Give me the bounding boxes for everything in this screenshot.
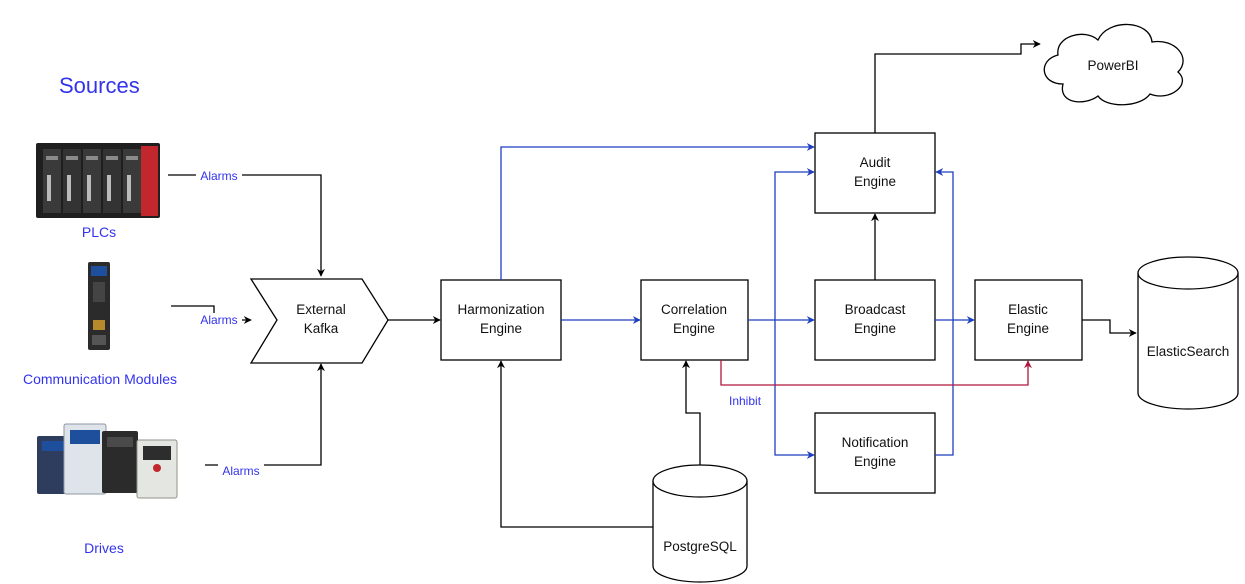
correlation-label-line1: Correlation (661, 302, 727, 317)
communication-module-icon (88, 262, 110, 350)
broadcast-label-line2: Engine (854, 321, 896, 336)
kafka-label-line1: External (296, 302, 346, 317)
audit-label-line1: Audit (860, 155, 891, 170)
elasticsearch-node (1137, 256, 1239, 410)
edge-plcs-to-kafka (168, 174, 325, 277)
kafka-node (249, 278, 389, 364)
notification-label-line2: Engine (854, 454, 896, 469)
harmonization-label-line1: Harmonization (457, 302, 544, 317)
kafka-label-line2: Kafka (304, 321, 339, 336)
source-label-communication-modules: Communication Modules (23, 371, 177, 387)
edge-label-plcs-alarms: Alarms (200, 169, 237, 183)
broadcast-engine-node (814, 279, 936, 361)
audit-label-line2: Engine (854, 174, 896, 189)
edge-audit-to-powerbi (874, 40, 1041, 133)
source-label-plcs: PLCs (82, 224, 116, 240)
elastic-label-line1: Elastic (1008, 302, 1048, 317)
broadcast-label-line1: Broadcast (845, 302, 906, 317)
edge-postgresql-to-correlation (682, 360, 701, 465)
edge-label-comm-alarms: Alarms (200, 313, 237, 327)
elastic-engine-node (974, 279, 1083, 361)
edge-inhibit-correlation-to-elastic (720, 360, 1032, 386)
edge-label-inhibit: Inhibit (729, 394, 762, 408)
edge-postgresql-to-harmonization (497, 360, 653, 528)
edge-drives-to-kafka (205, 363, 325, 466)
audit-engine-node (814, 132, 936, 214)
powerbi-cloud-node (1043, 23, 1184, 106)
elasticsearch-label: ElasticSearch (1147, 344, 1230, 359)
edge-harmonization-to-audit (500, 143, 815, 280)
edge-correlation-to-notification (774, 320, 815, 459)
powerbi-label: PowerBI (1087, 58, 1138, 73)
edge-correlation-to-audit (774, 168, 815, 320)
sources-title: Sources (59, 73, 140, 98)
elastic-label-line2: Engine (1007, 321, 1049, 336)
correlation-label-line2: Engine (673, 321, 715, 336)
plc-rack-icon (36, 143, 160, 218)
edge-label-drives-alarms: Alarms (222, 464, 259, 478)
notification-label-line1: Notification (842, 435, 909, 450)
edge-elastic-to-elasticsearch (1082, 319, 1137, 337)
edge-notification-to-audit (935, 168, 954, 456)
correlation-engine-node (640, 279, 749, 361)
postgresql-node (652, 464, 748, 583)
postgresql-label: PostgreSQL (663, 539, 737, 554)
harmonization-label-line2: Engine (480, 321, 522, 336)
notification-engine-node (814, 412, 936, 494)
harmonization-engine-node (440, 279, 562, 361)
source-label-drives: Drives (84, 540, 124, 556)
variable-frequency-drive-icon (37, 423, 178, 499)
